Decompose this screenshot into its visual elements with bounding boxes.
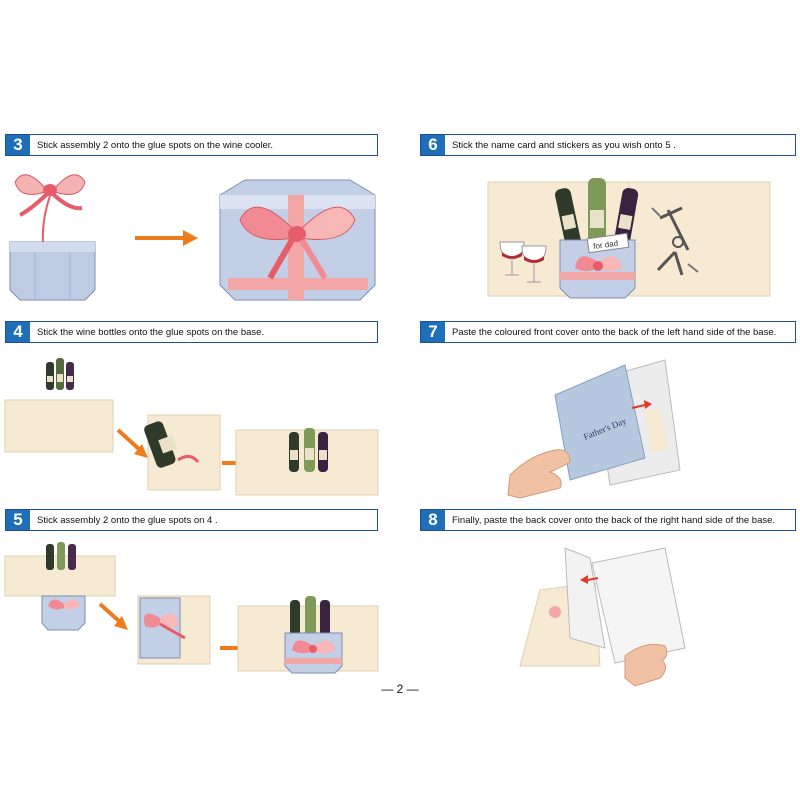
arrow-right-red-icon [631,400,652,409]
name-card-sticker: for dad [586,232,630,254]
step-5-text: Stick assembly 2 onto the glue spots on … [37,514,218,526]
step-8-header: 8 Finally, paste the back cover onto the… [420,509,796,531]
step-6-illustration: for dad [487,178,771,299]
arrow-diagonal-icon [116,428,148,458]
base-with-bottles [235,428,379,496]
step-5-number: 5 [6,510,30,530]
wine-cooler-icon [9,241,96,301]
step-5-illustration [4,542,379,674]
step-7-number: 7 [421,322,445,342]
step-8-number: 8 [421,510,445,530]
step-3-header: 3 Stick assembly 2 onto the glue spots o… [5,134,378,156]
step-4-text: Stick the wine bottles onto the glue spo… [37,326,265,338]
step-4-header: 4 Stick the wine bottles onto the glue s… [5,321,378,343]
step-3-illustration [9,174,376,301]
cooler-assembly-icon [41,595,86,631]
step-3-text: Stick assembly 2 onto the glue spots on … [37,139,274,151]
assembled-cooler-icon [219,179,376,301]
base-card [4,399,114,453]
wine-glasses-icon [499,241,547,283]
step-7-header: 7 Paste the coloured front cover onto th… [420,321,796,343]
name-card-text: for dad [593,239,619,251]
arrow-right-icon [135,230,198,246]
front-cover-panel [564,547,606,649]
wine-bottles-icon [46,358,74,390]
step-6-number: 6 [421,135,445,155]
ribbon-bow-icon [14,174,86,271]
base-with-cooler [237,596,379,674]
wine-bottles-icon [555,178,639,248]
step-3-number: 3 [6,135,30,155]
step-5-header: 5 Stick assembly 2 onto the glue spots o… [5,509,378,531]
arrow-diagonal-icon [98,602,128,630]
wine-cooler-icon [559,239,636,299]
step-4-illustration [4,358,379,496]
back-cover [591,547,686,664]
step-8-illustration [519,547,686,687]
step-6-header: 6 Stick the name card and stickers as yo… [420,134,796,156]
corkscrew-icon [651,206,699,276]
bottle-placement-detail [144,414,221,491]
hand-icon [624,643,668,687]
step-8-text: Finally, paste the back cover onto the b… [452,514,776,526]
cooler-placement-detail [137,595,211,665]
step-4-number: 4 [6,322,30,342]
wine-bottles-icon [46,542,76,570]
page-number: — 2 — [381,682,419,696]
hand-icon [507,449,571,499]
step-6-text: Stick the name card and stickers as you … [452,139,676,151]
arrow-left-red-icon [580,575,599,584]
step-7-illustration: Father's Day [507,359,681,499]
front-cover: Father's Day [554,364,646,481]
step-7-text: Paste the coloured front cover onto the … [452,326,777,338]
